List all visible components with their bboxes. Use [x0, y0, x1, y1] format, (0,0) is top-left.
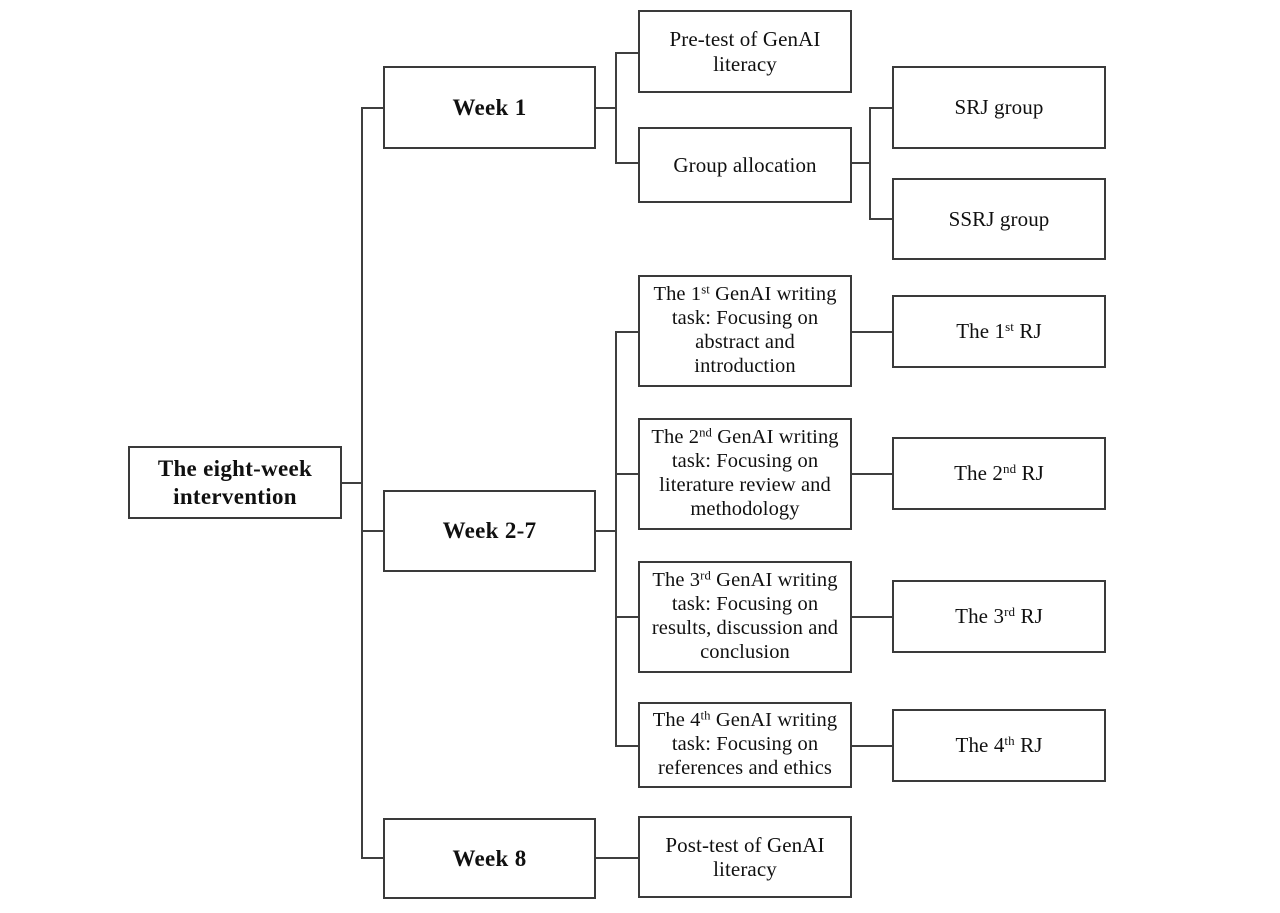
node-root-label: The eight-week intervention [157, 455, 313, 509]
edge-trunk-to-week8 [361, 857, 384, 859]
edge-week27-to-task2 [615, 473, 638, 475]
edge-group-to-ssrj [869, 218, 893, 220]
ordinal-suffix: rd [1004, 604, 1016, 620]
node-rj-4[interactable]: The 4th RJ [892, 709, 1106, 782]
node-ssrj-group-label: SSRJ group [948, 206, 1050, 231]
node-rj-3-label: The 3rd RJ [955, 604, 1043, 629]
node-rj-3[interactable]: The 3rd RJ [892, 580, 1106, 653]
node-rj-1[interactable]: The 1st RJ [892, 295, 1106, 368]
node-ssrj-group[interactable]: SSRJ group [892, 178, 1106, 260]
node-task-3[interactable]: The 3rd GenAI writing task: Focusing on … [638, 561, 852, 673]
node-group-allocation[interactable]: Group allocation [638, 127, 852, 203]
edge-group-allocation-stub [850, 162, 871, 164]
node-rj-2[interactable]: The 2nd RJ [892, 437, 1106, 510]
node-task-2-label: The 2nd GenAI writing task: Focusing on … [651, 425, 839, 520]
edge-week1-to-pretest [615, 52, 638, 54]
node-task-2[interactable]: The 2nd GenAI writing task: Focusing on … [638, 418, 852, 530]
ordinal-suffix: nd [1002, 461, 1017, 477]
node-root[interactable]: The eight-week intervention [128, 446, 342, 519]
edge-week1-subtrunk [615, 52, 617, 164]
node-rj-1-label: The 1st RJ [956, 319, 1042, 344]
node-week-1[interactable]: Week 1 [383, 66, 596, 149]
edge-week1-stub [596, 107, 617, 109]
edge-task1-to-rj1 [850, 331, 893, 333]
node-task-1-label: The 1st GenAI writing task: Focusing on … [653, 282, 837, 377]
node-week-8-label: Week 8 [452, 845, 527, 871]
edge-week1-to-group-allocation [615, 162, 638, 164]
edge-task4-to-rj4 [850, 745, 893, 747]
edge-group-to-srj [869, 107, 893, 109]
node-task-4-label: The 4th GenAI writing task: Focusing on … [652, 708, 838, 779]
edge-root-to-trunk [342, 482, 363, 484]
edge-week27-stub [596, 530, 617, 532]
node-task-4[interactable]: The 4th GenAI writing task: Focusing on … [638, 702, 852, 788]
node-rj-4-label: The 4th RJ [955, 733, 1043, 758]
node-week-2-7[interactable]: Week 2-7 [383, 490, 596, 572]
ordinal-suffix: st [701, 282, 710, 297]
ordinal-suffix: th [1004, 733, 1015, 749]
edge-trunk-to-week27 [361, 530, 384, 532]
ordinal-suffix: st [1005, 319, 1015, 335]
node-pre-test-label: Pre-test of GenAI literacy [669, 27, 821, 76]
edge-week27-to-task3 [615, 616, 638, 618]
node-week-2-7-label: Week 2-7 [442, 518, 537, 544]
node-task-1[interactable]: The 1st GenAI writing task: Focusing on … [638, 275, 852, 387]
node-group-allocation-label: Group allocation [673, 152, 817, 177]
node-week-8[interactable]: Week 8 [383, 818, 596, 899]
edge-week8-to-posttest [596, 857, 638, 859]
edge-week27-to-task4 [615, 745, 638, 747]
edge-task2-to-rj2 [850, 473, 893, 475]
edge-trunk-to-week1 [361, 107, 384, 109]
edge-main-trunk [361, 107, 363, 858]
node-rj-2-label: The 2nd RJ [954, 461, 1044, 486]
node-srj-group-label: SRJ group [954, 95, 1044, 120]
node-post-test[interactable]: Post-test of GenAI literacy [638, 816, 852, 898]
edge-group-subtrunk [869, 107, 871, 220]
ordinal-suffix: nd [699, 425, 712, 440]
edge-week27-to-task1 [615, 331, 638, 333]
node-post-test-label: Post-test of GenAI literacy [665, 832, 825, 881]
node-week-1-label: Week 1 [452, 94, 527, 120]
node-pre-test[interactable]: Pre-test of GenAI literacy [638, 10, 852, 93]
ordinal-suffix: th [700, 708, 711, 723]
edge-week27-subtrunk [615, 331, 617, 746]
node-task-3-label: The 3rd GenAI writing task: Focusing on … [651, 568, 839, 663]
node-srj-group[interactable]: SRJ group [892, 66, 1106, 149]
edge-task3-to-rj3 [850, 616, 893, 618]
ordinal-suffix: rd [700, 568, 711, 583]
